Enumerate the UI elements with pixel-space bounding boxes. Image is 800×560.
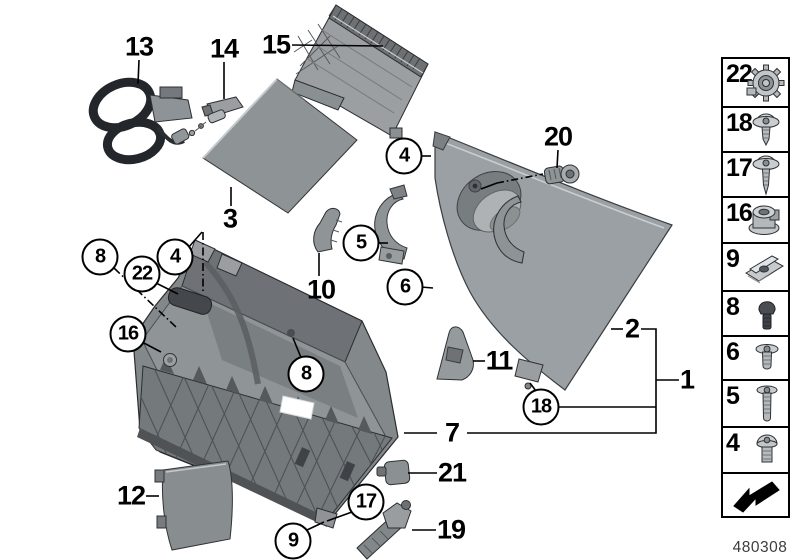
leader-lines (113, 44, 679, 531)
legend-label: 17 (726, 154, 753, 182)
callout-21: 21 (437, 457, 467, 488)
legend-label: 18 (726, 109, 753, 137)
washer-screw-short-icon (752, 113, 780, 146)
callout-1: 1 (679, 364, 695, 395)
legend-row-6: 6 (721, 335, 790, 381)
callout-11: 11 (485, 345, 514, 376)
legend-label: 4 (726, 429, 740, 457)
callout-15: 15 (261, 29, 291, 60)
callout-circle-8-right: 8 (287, 355, 325, 393)
callout-circle-9: 9 (274, 522, 312, 560)
direction-arrow-icon (732, 481, 780, 513)
speed-nut-clip-icon (745, 255, 784, 284)
legend-row-4: 4 (721, 426, 790, 474)
legend-label: 8 (726, 293, 740, 321)
legend-row-22: 22 (721, 57, 790, 108)
callout-circle-4-lid: 4 (385, 137, 423, 175)
callout-13: 13 (124, 31, 154, 62)
callout-20: 20 (543, 121, 573, 152)
callout-10: 10 (306, 274, 336, 305)
part-access-cover (154, 460, 233, 551)
part-bracket-10 (313, 207, 343, 253)
legend-label: 6 (726, 338, 740, 366)
legend-row-16: 16 (721, 196, 790, 244)
sleeve-nut-icon (748, 205, 780, 235)
legend-row-5: 5 (721, 379, 790, 428)
callout-circle-6: 6 (386, 268, 424, 306)
part-hinge-arm-left (374, 184, 408, 265)
legend-label: 9 (726, 245, 740, 273)
legend-row-arrow (721, 472, 790, 518)
part-hinge-arm-right (493, 195, 525, 264)
legend-row-8: 8 (721, 290, 790, 337)
part-wedge-11 (436, 326, 474, 381)
rubber-buffer-icon (758, 300, 776, 329)
part-strap (88, 77, 204, 165)
part-clip-18 (514, 358, 544, 390)
part-upper-tray (291, 4, 429, 139)
part-lamp (188, 96, 244, 137)
callout-2: 2 (624, 313, 640, 344)
callout-circle-17: 17 (347, 483, 385, 521)
callout-19: 19 (436, 514, 466, 545)
callout-3: 3 (222, 203, 238, 234)
legend-row-9: 9 (721, 242, 790, 292)
part-liner-mat (202, 78, 358, 214)
callout-circle-5: 5 (342, 224, 380, 262)
flat-head-screw-long-icon (756, 385, 778, 421)
callout-circle-8-left: 8 (81, 238, 119, 276)
part-lock-cylinder (543, 164, 580, 185)
callout-circle-22: 22 (123, 255, 161, 293)
callout-circle-4-housing: 4 (156, 238, 194, 276)
callout-7: 7 (444, 417, 460, 448)
fastener-legend: 22 18 (721, 57, 790, 518)
washer-screw-long-icon (752, 155, 780, 196)
diagram-part-number: 480308 (732, 539, 788, 556)
callout-14: 14 (209, 33, 239, 64)
pan-head-screw-icon (756, 434, 778, 463)
legend-row-17: 17 (721, 151, 790, 198)
legend-label: 5 (726, 382, 740, 410)
plastic-gear-nut-icon (746, 64, 785, 101)
callout-circle-16: 16 (109, 315, 147, 353)
part-housing (132, 239, 399, 529)
legend-row-18: 18 (721, 106, 790, 153)
part-cap-21 (376, 459, 411, 486)
flat-head-screw-short-icon (755, 344, 779, 370)
callout-circle-18: 18 (522, 388, 560, 426)
legend-label: 16 (726, 199, 753, 227)
callout-12: 12 (116, 480, 146, 511)
part-hinge-pin-19 (356, 500, 412, 560)
